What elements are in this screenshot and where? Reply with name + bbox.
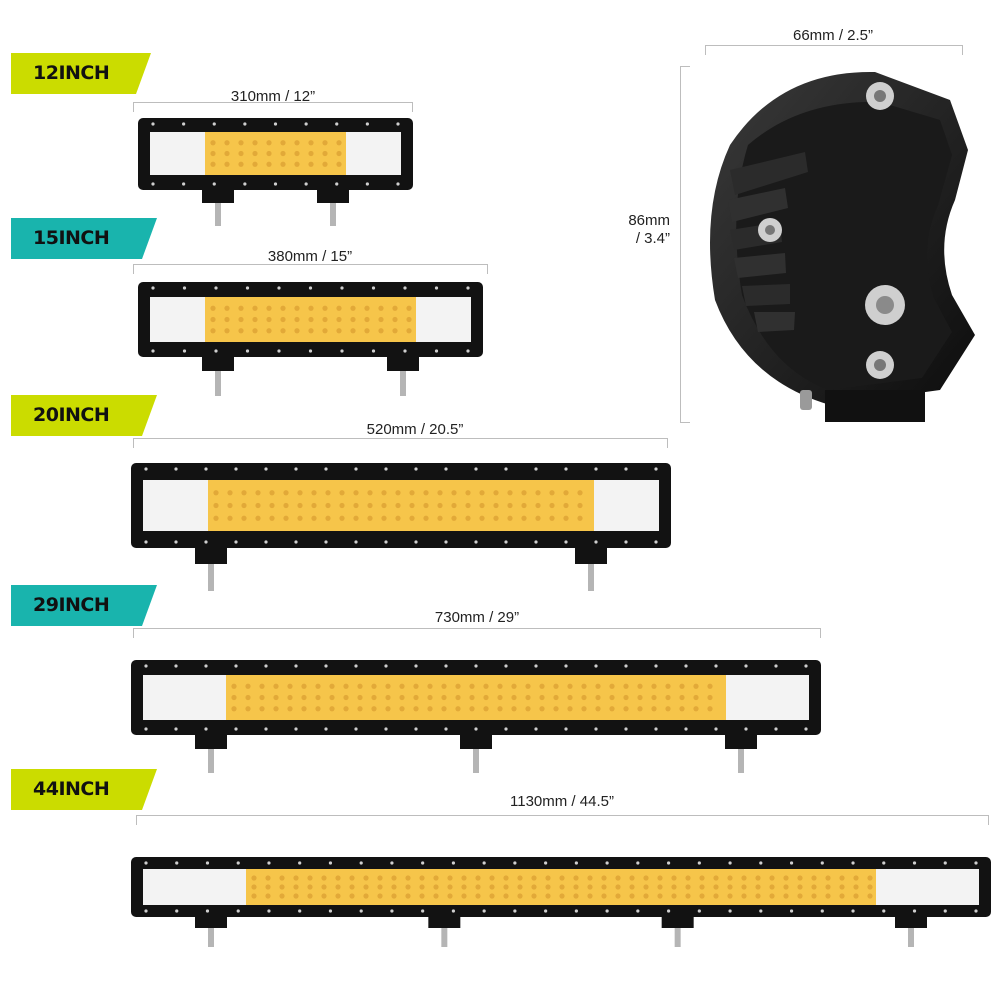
side-width-bracket — [705, 45, 963, 55]
led-dots — [210, 305, 412, 334]
size-label: 15INCH — [33, 227, 110, 249]
length-bracket — [133, 102, 413, 112]
mount-feet — [202, 357, 419, 396]
housing-screws — [144, 467, 658, 544]
length-bracket — [133, 264, 488, 274]
led-dots — [213, 490, 583, 521]
tag-shape — [11, 218, 157, 259]
size-tag-29inch: 29INCH — [11, 585, 157, 626]
length-label: 310mm / 12” — [230, 88, 316, 105]
breather-valve — [800, 390, 812, 410]
length-bracket — [133, 628, 821, 638]
length-bracket — [136, 815, 989, 825]
side-height-label: 86mm / 3.4” — [600, 212, 670, 248]
housing-screws — [144, 664, 808, 731]
spot-led-right — [346, 132, 401, 175]
mount-bracket — [825, 390, 925, 422]
size-label: 20INCH — [33, 404, 110, 426]
size-tag-20inch: 20INCH — [11, 395, 157, 436]
length-label: 730mm / 29” — [434, 609, 520, 626]
size-tag-12inch: 12INCH — [11, 53, 151, 94]
spot-led-right — [594, 480, 659, 531]
size-label: 12INCH — [33, 62, 110, 84]
spot-led-left — [150, 297, 205, 342]
side-height-line1: 86mm — [628, 212, 670, 229]
light-bar-side-view — [710, 71, 975, 422]
housing-screws — [151, 122, 400, 186]
light-bar-15inch — [138, 282, 483, 396]
tag-shape — [11, 395, 157, 436]
spot-led-left — [150, 132, 205, 175]
length-label: 380mm / 15” — [267, 248, 353, 265]
housing-screws — [144, 861, 978, 913]
light-bar-29inch — [131, 660, 821, 773]
mount-feet — [195, 548, 607, 591]
length-label: 520mm / 20.5” — [366, 421, 464, 438]
tag-shape — [11, 585, 157, 626]
mount-feet — [195, 917, 927, 947]
housing-screws — [151, 286, 470, 353]
tag-shape — [11, 53, 151, 94]
light-bar-12inch — [138, 118, 413, 226]
mount-feet — [195, 735, 757, 773]
tag-shape — [11, 769, 157, 810]
side-width-label: 66mm / 2.5” — [792, 27, 874, 44]
spot-led-left — [143, 675, 226, 720]
size-tag-44inch: 44INCH — [11, 769, 157, 810]
length-bracket — [133, 438, 668, 448]
led-dots — [210, 140, 342, 167]
spot-led-left — [143, 869, 246, 905]
led-dots — [231, 683, 713, 712]
size-tag-15inch: 15INCH — [11, 218, 157, 259]
size-label: 44INCH — [33, 778, 110, 800]
light-bar-20inch — [131, 463, 671, 591]
light-bar-44inch — [131, 857, 991, 947]
side-height-bracket — [680, 66, 690, 423]
spot-led-right — [876, 869, 979, 905]
spot-led-right — [416, 297, 471, 342]
flood-led-panel — [226, 675, 726, 720]
side-height-line2: / 3.4” — [635, 230, 670, 247]
mounting-bolts — [758, 82, 905, 379]
size-label: 29INCH — [33, 594, 110, 616]
spot-led-left — [143, 480, 208, 531]
length-label: 1130mm / 44.5” — [510, 793, 614, 810]
mount-feet — [202, 190, 349, 226]
led-dots — [251, 875, 873, 899]
spot-led-right — [726, 675, 809, 720]
